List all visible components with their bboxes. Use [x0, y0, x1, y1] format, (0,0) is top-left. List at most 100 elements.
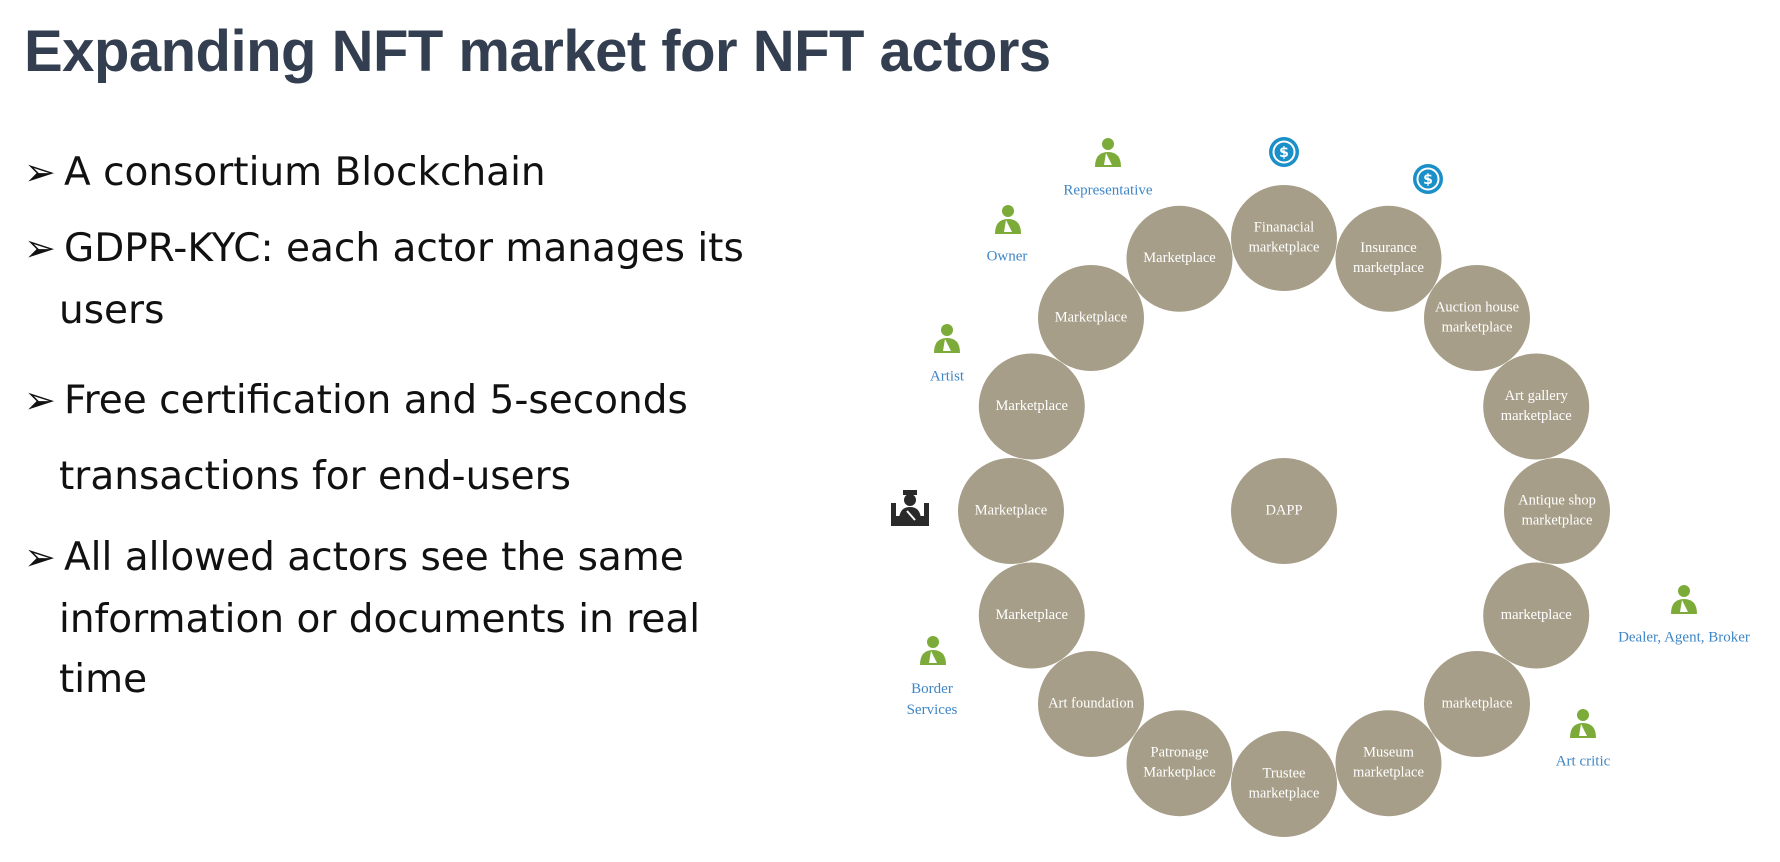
person-head — [941, 324, 953, 336]
marketplace-node-circle — [1504, 458, 1610, 564]
marketplace-node: Marketplace — [1038, 265, 1144, 371]
marketplace-node-label: Marketplace — [1143, 250, 1215, 266]
arrow-bullet-icon: ➢ — [24, 150, 56, 194]
arrow-bullet-icon: ➢ — [24, 226, 56, 270]
person-icon — [920, 636, 946, 665]
person-icon — [1570, 709, 1596, 738]
marketplace-node-circle — [1126, 205, 1233, 312]
marketplace-node-circle — [1335, 205, 1442, 312]
marketplace-node-circle — [1231, 185, 1337, 291]
marketplace-node-circle — [1483, 562, 1590, 669]
bullet-text: time — [59, 657, 148, 702]
marketplace-node-circle — [1424, 265, 1530, 371]
marketplace-node-label: marketplace — [1501, 607, 1572, 623]
marketplace-node-label: Marketplace — [1055, 309, 1127, 325]
actor: Representative — [1063, 138, 1153, 198]
marketplace-node-label: Marketplace — [996, 398, 1068, 414]
person-tie — [943, 339, 951, 351]
svg-text:$: $ — [1423, 172, 1433, 188]
person-icon — [995, 205, 1021, 234]
person-head — [1577, 709, 1589, 721]
arrow-bullet-icon: ➢ — [24, 535, 56, 579]
actor: Artist — [930, 324, 965, 384]
bullet-text: GDPR-KYC: each actor manages its — [64, 226, 744, 271]
marketplace-node-circle — [958, 458, 1064, 564]
marketplace-node: Marketplace — [958, 458, 1064, 564]
person-icon — [934, 324, 960, 353]
person-icon — [1095, 138, 1121, 167]
actor: Owner — [987, 205, 1028, 264]
marketplace-node-label: Marketplace — [975, 502, 1047, 518]
marketplace-node: Marketplace — [978, 562, 1085, 669]
marketplace-node-label: Art foundation — [1048, 695, 1135, 711]
marketplace-node-circle — [978, 562, 1085, 669]
slide-title: Expanding NFT market for NFT actors — [24, 19, 1051, 84]
person-tie — [1004, 220, 1012, 232]
person-head — [1002, 205, 1014, 217]
actor: Dealer, Agent, Broker — [1618, 585, 1750, 645]
marketplace-node-circle — [1335, 710, 1442, 817]
marketplace-node: marketplace — [1424, 651, 1530, 757]
marketplace-node: Art foundation — [1038, 651, 1144, 757]
arrow-bullet-icon: ➢ — [24, 378, 56, 422]
dollar-coin-icon: $ — [1269, 137, 1299, 167]
center-node: DAPP — [1231, 458, 1337, 564]
bullet-text: All allowed actors see the same — [64, 535, 684, 580]
center-node-circle — [1231, 458, 1337, 564]
marketplace-node-label: Marketplace — [996, 607, 1068, 623]
actor-label: Representative — [1063, 182, 1152, 198]
actor-label: Art critic — [1556, 753, 1611, 769]
person-tie — [1104, 153, 1112, 165]
center-node-label: DAPP — [1265, 502, 1302, 518]
bullet-text: A consortium Blockchain — [64, 150, 546, 195]
bullet-text: information or documents in real — [59, 597, 701, 642]
marketplace-node-circle — [978, 353, 1085, 460]
bullet-text: users — [59, 288, 165, 333]
actor-label: Owner — [987, 248, 1028, 264]
marketplace-node-label: marketplace — [1442, 695, 1513, 711]
marketplace-node-circle — [1424, 651, 1530, 757]
marketplace-node-circle — [1231, 731, 1337, 837]
dollar-coin-icon: $ — [1413, 164, 1443, 194]
svg-text:$: $ — [1279, 145, 1289, 161]
person-head — [927, 636, 939, 648]
person-tie — [1680, 600, 1688, 612]
person-head — [1102, 138, 1114, 150]
marketplace-node: Marketplace — [1126, 205, 1233, 312]
marketplace-node-circle — [1038, 265, 1144, 371]
person-head — [1678, 585, 1690, 597]
marketplace-node-circle — [1126, 710, 1233, 817]
actor-label: Artist — [930, 368, 965, 384]
marketplace-node: Marketplace — [978, 353, 1085, 460]
person-tie — [929, 651, 937, 663]
person-icon — [1671, 585, 1697, 614]
marketplace-node-circle — [1038, 651, 1144, 757]
marketplace-node-circle — [1483, 353, 1590, 460]
marketplace-node: marketplace — [1483, 562, 1590, 669]
bullet-text: Free certification and 5-seconds — [64, 378, 688, 423]
actor: Art critic — [1556, 709, 1611, 769]
officer-desk-icon — [891, 490, 929, 526]
bullet-text: transactions for end-users — [59, 454, 571, 499]
person-tie — [1579, 724, 1587, 736]
actor-label: Dealer, Agent, Broker — [1618, 629, 1750, 645]
